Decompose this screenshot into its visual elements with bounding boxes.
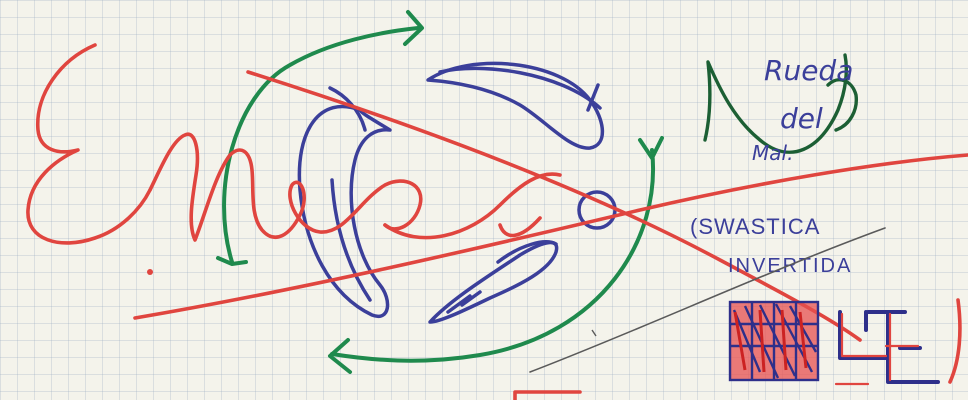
green-tail-right (640, 138, 662, 158)
pencil-tick (592, 330, 596, 336)
wheel-label-line3: Mal. (752, 141, 793, 165)
red-bottom-mark (515, 392, 580, 400)
red-scribbles (28, 45, 968, 400)
red-small-loop (500, 218, 540, 235)
pencil-line (530, 228, 885, 372)
wheel-label-line2: del (780, 102, 823, 135)
swastika-label-line2: INVERTIDA (728, 255, 852, 277)
hatched-box (730, 302, 818, 380)
red-dot (147, 269, 153, 275)
red-letter-e (28, 45, 150, 243)
red-diagonal-line (248, 72, 860, 340)
swastika-symbol (836, 312, 938, 384)
green-arc-lower-right (332, 150, 653, 361)
blue-wheel-shapes (299, 63, 615, 322)
wheel-label-line1: Rueda (764, 54, 853, 87)
red-letters-mos (150, 134, 421, 240)
blue-blade-top (428, 63, 602, 148)
swastika-label: (SWASTICA INVERTIDA (690, 214, 852, 277)
red-right-parenthesis (950, 300, 960, 382)
swastika-label-line1: (SWASTICA (690, 214, 820, 239)
